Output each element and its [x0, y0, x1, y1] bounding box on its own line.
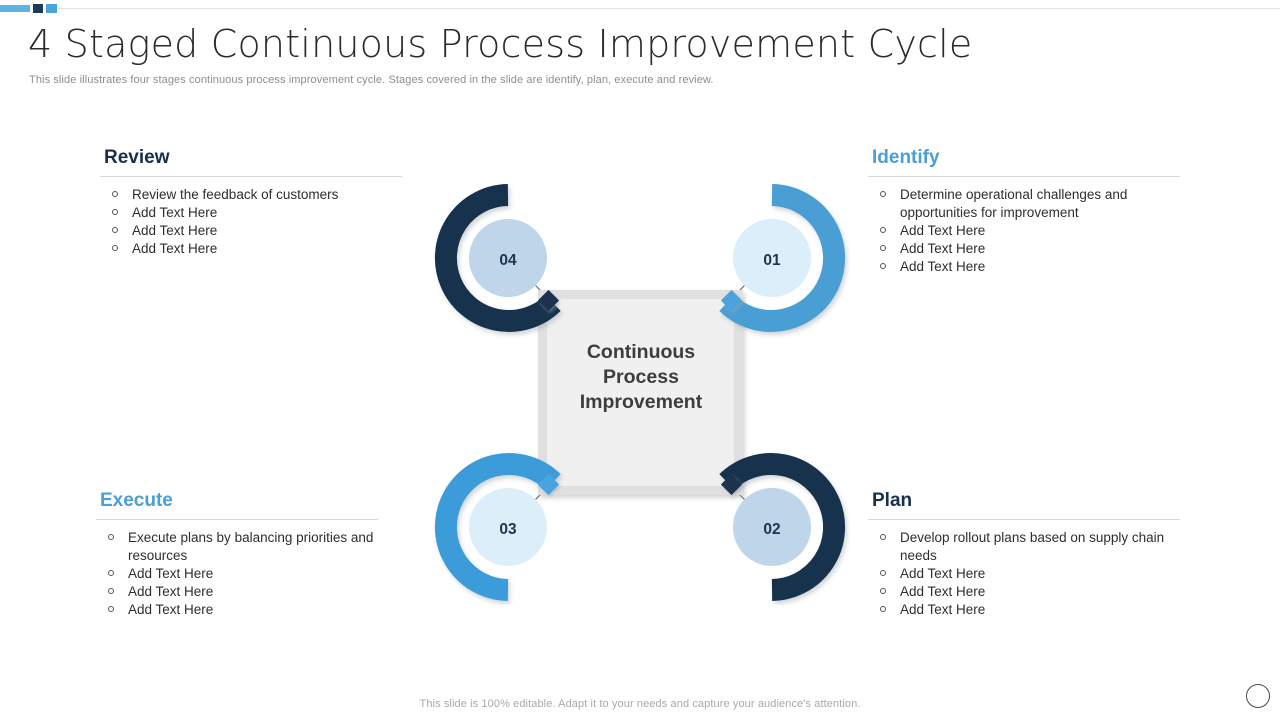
- list-item: Develop rollout plans based on supply ch…: [878, 529, 1180, 565]
- bullet-circle-icon: [112, 245, 118, 251]
- diamond-top-left: [537, 289, 560, 312]
- bullet-circle-icon: [108, 588, 114, 594]
- list-item-text: Add Text Here: [128, 602, 214, 617]
- bullet-circle-icon: [112, 191, 118, 197]
- list-item-text: Add Text Here: [900, 223, 986, 238]
- list-item-text: Add Text Here: [128, 584, 214, 599]
- process-cycle-diagram: Continuous Process Improvement 04 01: [430, 180, 850, 605]
- stage-03-ring: [434, 453, 561, 601]
- section-plan-rule: [868, 519, 1180, 520]
- section-execute-list: Execute plans by balancing priorities an…: [96, 529, 378, 619]
- bullet-circle-icon: [880, 606, 886, 612]
- section-execute: Execute Execute plans by balancing prior…: [96, 489, 378, 619]
- bullet-circle-icon: [880, 588, 886, 594]
- bullet-circle-icon: [108, 606, 114, 612]
- stage-01-disc: [733, 219, 811, 297]
- list-item: Determine operational challenges and opp…: [878, 186, 1180, 222]
- bullet-circle-icon: [880, 534, 886, 540]
- section-execute-title: Execute: [100, 490, 173, 511]
- stage-02-disc: [733, 488, 811, 566]
- bullet-circle-icon: [880, 245, 886, 251]
- bullet-circle-icon: [108, 534, 114, 540]
- list-item-text: Add Text Here: [900, 259, 986, 274]
- center-label-line-1: Continuous: [587, 341, 695, 363]
- list-item: Add Text Here: [106, 583, 378, 601]
- center-label-line-3: Improvement: [580, 391, 703, 413]
- section-review: Review Review the feedback of customers …: [100, 146, 402, 258]
- list-item: Execute plans by balancing priorities an…: [106, 529, 378, 565]
- list-item: Review the feedback of customers: [110, 186, 402, 204]
- section-plan-title: Plan: [872, 490, 913, 511]
- list-item-text: Determine operational challenges and opp…: [900, 187, 1128, 220]
- section-execute-rule: [96, 519, 378, 520]
- center-label-line-2: Process: [603, 366, 679, 388]
- list-item-text: Add Text Here: [132, 205, 218, 220]
- section-identify-list: Determine operational challenges and opp…: [868, 186, 1180, 276]
- bullet-circle-icon: [880, 191, 886, 197]
- section-review-title: Review: [104, 147, 170, 168]
- list-item: Add Text Here: [878, 222, 1180, 240]
- list-item: Add Text Here: [878, 601, 1180, 619]
- list-item-text: Add Text Here: [900, 602, 986, 617]
- bullet-circle-icon: [112, 227, 118, 233]
- bullet-circle-icon: [880, 570, 886, 576]
- list-item-text: Add Text Here: [900, 241, 986, 256]
- bullet-circle-icon: [880, 227, 886, 233]
- list-item: Add Text Here: [878, 583, 1180, 601]
- list-item-text: Add Text Here: [900, 584, 986, 599]
- diamond-bottom-left: [537, 473, 560, 496]
- bullet-circle-icon: [880, 263, 886, 269]
- bullet-circle-icon: [108, 570, 114, 576]
- list-item-text: Execute plans by balancing priorities an…: [128, 530, 374, 563]
- stage-02-ring: [719, 453, 846, 601]
- stage-03-number: 03: [499, 521, 517, 538]
- list-item: Add Text Here: [110, 240, 402, 258]
- section-identify: Identify Determine operational challenge…: [868, 146, 1180, 276]
- section-review-rule: [100, 176, 402, 177]
- stage-01-number: 01: [763, 252, 781, 269]
- list-item: Add Text Here: [110, 204, 402, 222]
- list-item-text: Add Text Here: [128, 566, 214, 581]
- stage-02-number: 02: [763, 521, 780, 538]
- page-subtitle: This slide illustrates four stages conti…: [29, 74, 714, 86]
- section-plan: Plan Develop rollout plans based on supp…: [868, 489, 1180, 619]
- decoration-segment-blue: [46, 4, 57, 13]
- stage-01-node[interactable]: 01: [719, 184, 846, 332]
- center-panel: [538, 290, 743, 495]
- list-item-text: Develop rollout plans based on supply ch…: [900, 530, 1165, 563]
- list-item: Add Text Here: [878, 240, 1180, 258]
- stage-02-node[interactable]: 02: [719, 453, 846, 601]
- list-item-text: Review the feedback of customers: [132, 187, 339, 202]
- top-decoration-bar: [0, 4, 1280, 13]
- diamond-top-right: [720, 289, 743, 312]
- decoration-segment-light-blue: [0, 5, 30, 12]
- list-item-text: Add Text Here: [132, 241, 218, 256]
- stage-04-disc: [469, 219, 547, 297]
- list-item: Add Text Here: [878, 565, 1180, 583]
- stage-01-ring: [719, 184, 846, 332]
- stage-03-node[interactable]: 03: [434, 453, 561, 601]
- stage-03-disc: [469, 488, 547, 566]
- corner-circle-icon: [1246, 684, 1270, 708]
- list-item: Add Text Here: [106, 565, 378, 583]
- stage-04-node[interactable]: 04: [434, 184, 561, 332]
- stage-04-ring: [434, 184, 561, 332]
- decoration-segment-navy: [33, 4, 43, 13]
- footer-note: This slide is 100% editable. Adapt it to…: [419, 698, 861, 710]
- list-item: Add Text Here: [106, 601, 378, 619]
- section-identify-rule: [868, 176, 1180, 177]
- list-item: Add Text Here: [878, 258, 1180, 276]
- page-title: 4 Staged Continuous Process Improvement …: [28, 22, 973, 66]
- diamond-bottom-right: [720, 473, 743, 496]
- list-item-text: Add Text Here: [132, 223, 218, 238]
- stage-04-number: 04: [499, 252, 517, 269]
- section-identify-title: Identify: [872, 147, 940, 168]
- list-item-text: Add Text Here: [900, 566, 986, 581]
- section-review-list: Review the feedback of customers Add Tex…: [100, 186, 402, 258]
- section-plan-list: Develop rollout plans based on supply ch…: [868, 529, 1180, 619]
- header-divider-rule: [58, 8, 1280, 9]
- bullet-circle-icon: [112, 209, 118, 215]
- list-item: Add Text Here: [110, 222, 402, 240]
